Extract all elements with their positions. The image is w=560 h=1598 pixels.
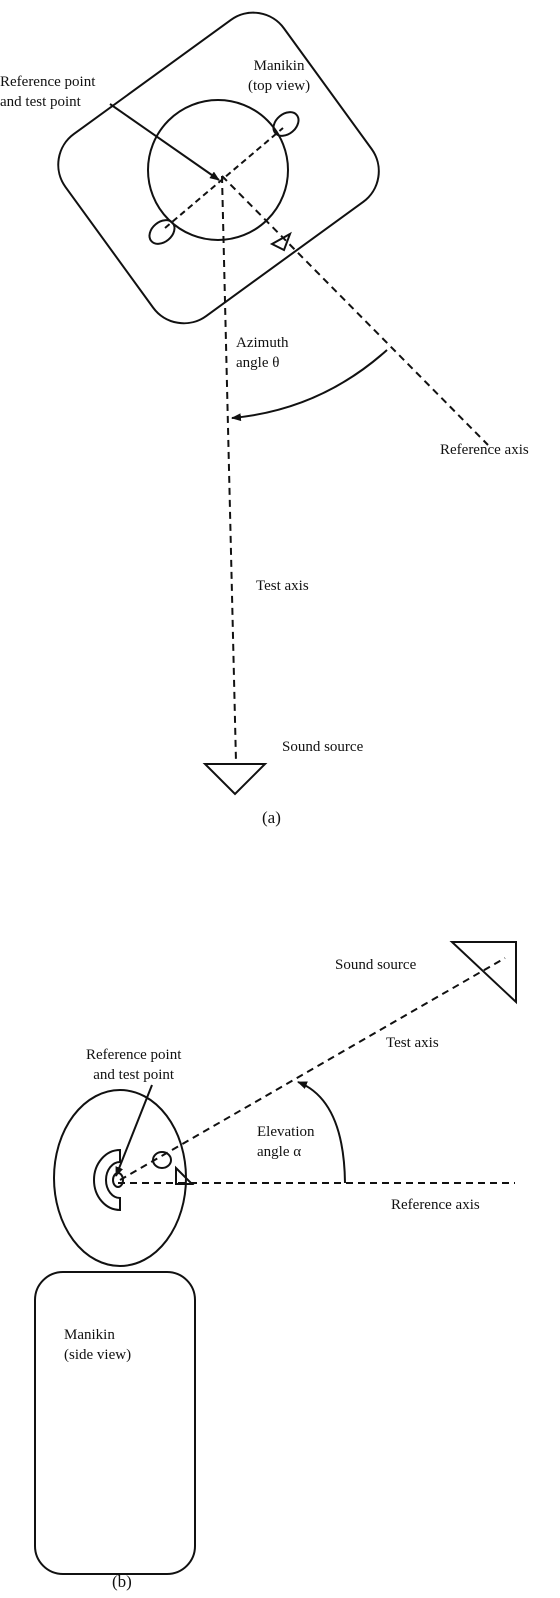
manikin-side-view-label: Manikin (side view) [64, 1325, 131, 1365]
azimuth-angle-label-line2: angle θ [236, 355, 280, 371]
manikin-top-view-label-line1: Manikin [253, 58, 305, 74]
test-axis-label-a: Test axis [256, 578, 309, 594]
reference-point-label-b-line1: Reference point [86, 1047, 182, 1063]
reference-axis-label-a: Reference axis [440, 442, 529, 458]
manikin-body-side-view [34, 1271, 196, 1575]
reference-point-pointer-a [109, 103, 220, 181]
ear-side-view [93, 1148, 121, 1212]
reference-point-label-a-line1: Reference point [0, 74, 96, 90]
reference-axis-line-a [221, 175, 489, 446]
reference-point-label-a-line2: and test point [0, 94, 81, 110]
elevation-angle-label-line1: Elevation [257, 1124, 315, 1140]
elevation-angle-label: Elevation angle α [257, 1122, 314, 1162]
manikin-head-top-view [147, 99, 289, 241]
panel-b [34, 941, 517, 1575]
manikin-body-top-view [57, 11, 380, 325]
nose-top-view [269, 231, 292, 252]
reference-point-label-b-line2: and test point [93, 1067, 175, 1083]
caption-b: (b) [112, 1572, 132, 1591]
reference-point-label-b: Reference point and test point [86, 1045, 181, 1085]
manikin-side-view-label-line1: Manikin [64, 1327, 115, 1343]
elevation-arc [297, 1081, 346, 1184]
sound-source-label-a: Sound source [282, 739, 364, 755]
sound-source-label-b: Sound source [335, 957, 417, 973]
test-axis-label-b: Test axis [386, 1035, 439, 1051]
sound-source-icon-a [202, 763, 268, 796]
manikin-side-view-label-line2: (side view) [64, 1347, 132, 1363]
reference-axis-label-b: Reference axis [391, 1197, 480, 1213]
panel-a [57, 11, 489, 796]
test-axis-line-a [221, 175, 237, 763]
azimuth-angle-label: Azimuth angle θ [236, 333, 289, 373]
reference-point-pointer-b [115, 1084, 153, 1177]
ear-right-top-view [272, 111, 300, 137]
azimuth-arc [231, 349, 388, 422]
reference-point-label-a: Reference point and test point [0, 72, 95, 112]
nose-side-view [175, 1165, 195, 1185]
manikin-top-view-label-line2: (top view) [248, 78, 311, 94]
sound-source-icon-b [449, 941, 517, 1005]
test-axis-line-b [119, 957, 506, 1181]
azimuth-angle-label-line1: Azimuth [236, 335, 289, 351]
manikin-head-side-view [53, 1089, 187, 1267]
interaural-line-top-view [164, 127, 284, 229]
manikin-top-view-label: Manikin (top view) [248, 56, 310, 96]
caption-a: (a) [262, 808, 281, 827]
elevation-angle-label-line2: angle α [257, 1144, 302, 1160]
ear-left-top-view [148, 219, 176, 245]
